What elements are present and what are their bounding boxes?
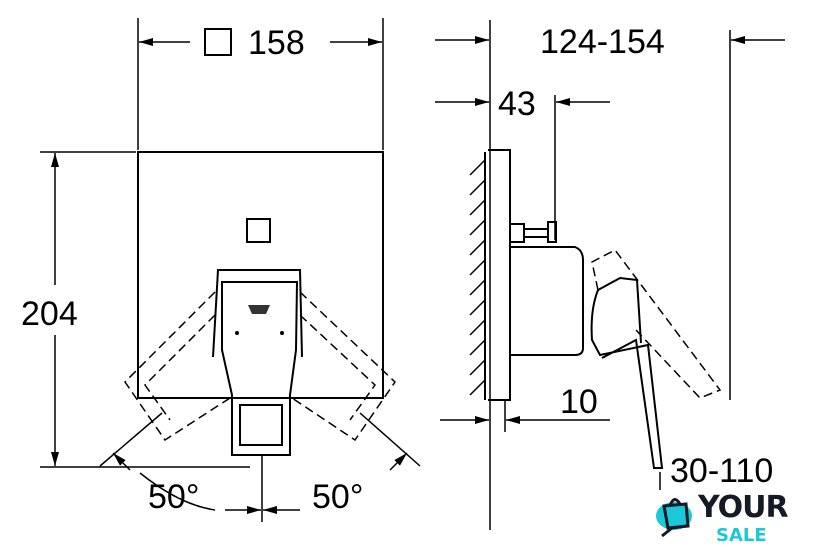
angle-right-dimension: 50° xyxy=(312,478,363,516)
height-dimension: 204 xyxy=(21,295,78,333)
wall-hatch xyxy=(469,152,486,400)
stem-dimension: 43 xyxy=(498,85,536,123)
lever-outline xyxy=(212,269,303,358)
front-view: 158 204 50° 50° xyxy=(21,18,421,522)
width-dimension: 158 xyxy=(248,24,305,62)
watermark-line2: SALE xyxy=(716,525,767,546)
depth-range-dimension: 124-154 xyxy=(540,23,665,61)
plate-offset-dimension: 10 xyxy=(560,383,598,421)
valve-body xyxy=(510,246,584,356)
angle-left-dimension: 50° xyxy=(148,478,199,516)
cover-plate xyxy=(137,151,384,399)
square-symbol-icon xyxy=(204,28,232,56)
watermark-logo: YOUR SALE xyxy=(656,492,816,548)
shopping-bag-hand-icon xyxy=(656,498,692,538)
diverter-knob xyxy=(246,218,271,243)
side-view: 124-154 43 10 30-110 xyxy=(435,20,785,530)
lever-range-dimension: 30-110 xyxy=(670,452,773,490)
watermark-line1: YOUR xyxy=(698,490,789,525)
